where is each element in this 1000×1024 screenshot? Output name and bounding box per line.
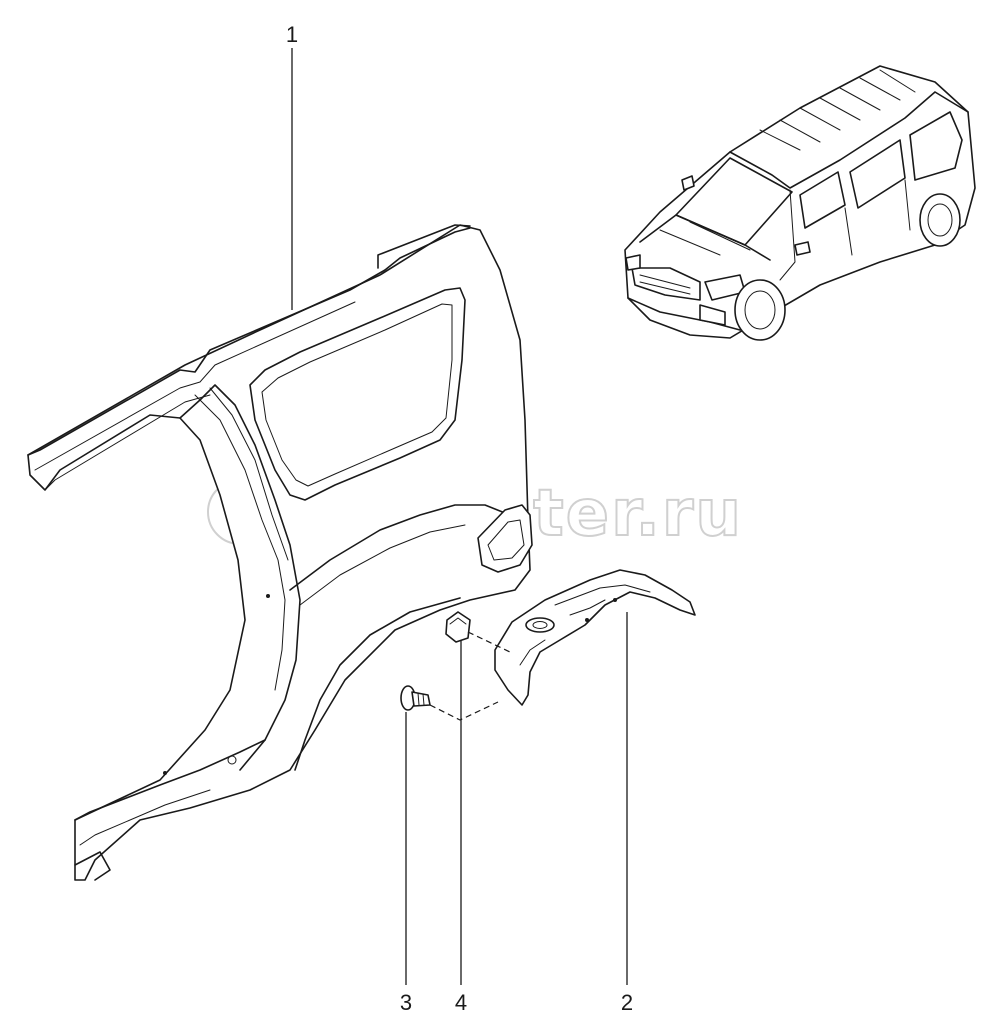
callout-label-3: 3	[400, 990, 412, 1015]
car-thumbnail	[624, 65, 976, 341]
part-2-bracket	[494, 569, 696, 706]
part-4-clip	[445, 611, 471, 643]
callout-label-2: 2	[621, 990, 633, 1015]
assembly-line-screw	[429, 701, 499, 721]
part-1-side-panel	[27, 224, 533, 881]
callout-label-4: 4	[455, 990, 467, 1015]
callout-label-1: 1	[286, 22, 298, 47]
part-3-screw	[400, 685, 431, 711]
assembly-line-clip	[467, 631, 511, 653]
